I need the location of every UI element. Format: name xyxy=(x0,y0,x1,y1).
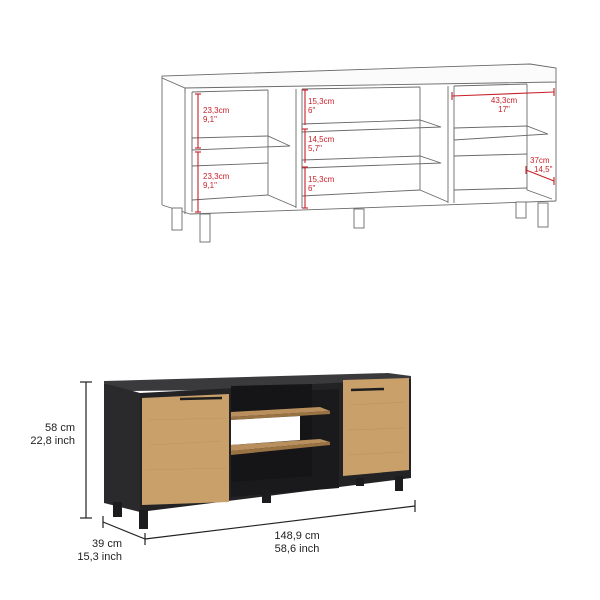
depth-inch: 15,3 inch xyxy=(77,550,122,563)
dimension-cm: 23,3cm xyxy=(203,172,230,181)
center-middle-dimension: 14,5cm 5,7" xyxy=(308,135,334,153)
dimension-cm: 37cm xyxy=(530,156,550,165)
dimension-cm: 14,5cm xyxy=(308,135,335,144)
dimension-inch: 17" xyxy=(498,105,510,115)
dimension-cm: 15,3cm xyxy=(308,97,335,106)
right-width-dimension: 43,3cm 17" xyxy=(484,96,524,114)
height-inch: 22,8 inch xyxy=(30,434,75,447)
height-dimension: 58 cm 22,8 inch xyxy=(30,422,75,447)
dimension-cm: 23,3cm xyxy=(203,106,230,115)
dimension-cm: 43,3cm xyxy=(490,96,518,105)
dimension-inch: 14,5" xyxy=(534,165,553,175)
right-depth-dimension: 37cm 14,5" xyxy=(530,156,552,174)
height-cm: 58 cm xyxy=(45,422,75,434)
dimension-inch: 5,7" xyxy=(308,144,322,154)
depth-dimension: 39 cm 15,3 inch xyxy=(55,538,122,563)
left-upper-dimension: 23,3cm 9,1" xyxy=(203,106,229,124)
width-inch: 58,6 inch xyxy=(274,542,320,555)
width-cm: 148,9 cm xyxy=(274,530,320,542)
center-bottom-dimension: 15,3cm 6" xyxy=(308,175,334,193)
left-lower-dimension: 23,3cm 9,1" xyxy=(203,172,229,190)
dimension-cm: 15,3cm xyxy=(308,175,335,184)
center-top-dimension: 15,3cm 6" xyxy=(308,97,334,115)
dimension-inch: 9,1" xyxy=(203,181,217,191)
width-dimension: 148,9 cm 58,6 inch xyxy=(262,530,332,555)
dimension-inch: 9,1" xyxy=(203,115,217,125)
dimension-inch: 6" xyxy=(308,184,316,194)
dimension-inch: 6" xyxy=(308,106,316,116)
depth-cm: 39 cm xyxy=(92,538,122,550)
